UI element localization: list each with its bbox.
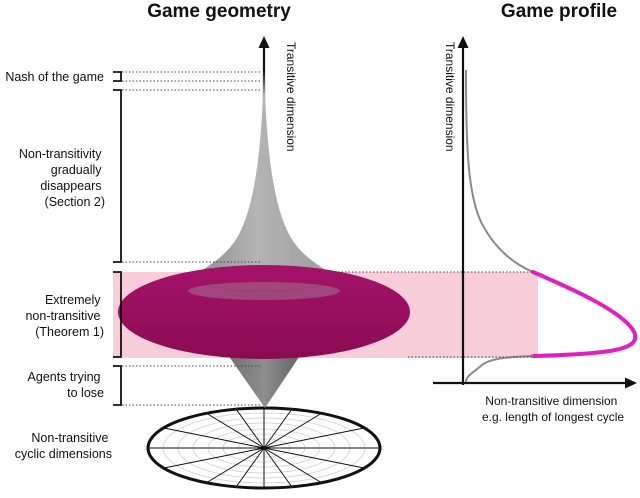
lower-cone — [221, 342, 307, 408]
left-guide-lines — [122, 71, 262, 406]
profile-curve-peak — [531, 270, 638, 358]
magenta-disk — [118, 265, 410, 359]
title-game-profile: Game profile — [501, 1, 617, 22]
cyclic-disk — [146, 406, 382, 490]
right-x-axis-label: Non-transitive dimension e.g. length of … — [482, 394, 624, 424]
right-x-axis-arrowhead — [625, 377, 637, 389]
label-agents: Agents trying to lose — [28, 370, 104, 400]
label-cyclic: Non-transitive cyclic dimensions — [15, 431, 112, 461]
bracket-extreme — [113, 271, 122, 358]
profile-curve-lower — [465, 355, 534, 383]
left-axis-label: Transitive dimension — [284, 42, 298, 152]
label-nash: Nash of the game — [5, 70, 104, 84]
bracket-gradual — [113, 89, 122, 263]
right-guide-lines — [338, 271, 533, 358]
bracket-nash — [113, 71, 122, 82]
bracket-agents — [113, 365, 122, 406]
label-gradual: Non-transitivity gradually disappears (S… — [19, 147, 105, 209]
left-axis-arrowhead — [258, 36, 270, 48]
right-y-axis-label: Transitive dimension — [443, 42, 457, 152]
label-extreme: Extremely non-transitive (Theorem 1) — [25, 293, 104, 339]
right-y-axis-arrowhead — [457, 36, 469, 48]
profile-curve-upper — [465, 69, 534, 273]
title-game-geometry: Game geometry — [147, 1, 291, 22]
upper-spire — [192, 70, 336, 284]
